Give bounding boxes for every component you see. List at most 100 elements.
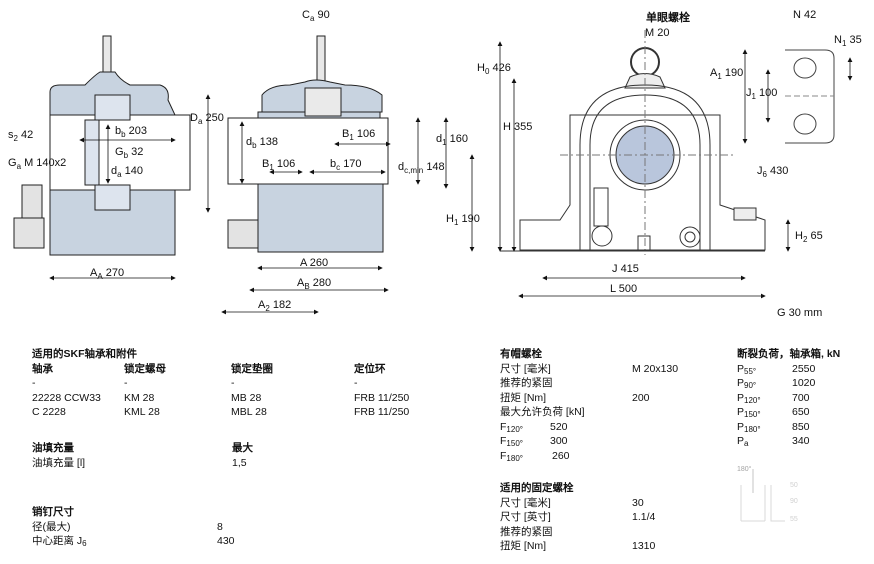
svg-text:N 42: N 42	[793, 9, 816, 21]
svg-text:单眼螺栓: 单眼螺栓	[646, 10, 690, 24]
recommended-tightening-label: 推荐的紧固	[500, 525, 553, 538]
dowel-diameter-label: 径(最大)	[32, 520, 71, 533]
svg-text:d1 160: d1 160	[436, 133, 468, 147]
cell: MB 28	[231, 391, 262, 404]
dimension-lines	[49, 41, 853, 315]
dimension-labels: s2 42 Ga M 140x2 bb 203 Gb 32 da 140 AA …	[8, 9, 862, 319]
table-row: C 2228 KML 28 MBL 28 FRB 11/250	[32, 405, 472, 420]
cap-bolt-size-label: 尺寸 [毫米]	[500, 362, 551, 375]
svg-text:dc,min 148: dc,min 148	[398, 161, 445, 175]
cell: 22228 CCW33	[32, 391, 101, 404]
svg-text:Ca 90: Ca 90	[302, 9, 330, 23]
inset-label: 50	[790, 482, 798, 489]
cell: FRB 11/250	[354, 391, 410, 404]
section-title: 断裂负荷，轴承箱, kN	[737, 348, 841, 360]
svg-text:bc 170: bc 170	[330, 158, 362, 172]
bolt-size-inch-label: 尺寸 [英寸]	[500, 511, 551, 523]
breaking-load-row: P180°850	[737, 420, 810, 434]
table-row: - - - -	[32, 376, 472, 391]
svg-text:J6 430: J6 430	[757, 165, 788, 179]
svg-text:B1 106: B1 106	[262, 158, 295, 172]
svg-text:AB 280: AB 280	[297, 277, 331, 291]
load-direction-diagram: 180° 50 90 55	[737, 465, 798, 523]
load-row: F180° 260	[500, 449, 570, 463]
svg-text:J1 100: J1 100	[746, 87, 777, 101]
cell: FRB 11/250	[354, 406, 410, 418]
attachment-bolts-section: 适用的固定螺栓 尺寸 [毫米]30 尺寸 [英寸]1.1/4 推荐的紧固 扭矩 …	[500, 481, 720, 554]
cell: KM 28	[124, 391, 155, 404]
cell: -	[231, 377, 235, 389]
svg-text:Da 250: Da 250	[190, 112, 224, 126]
bearings-accessories-table: 适用的SKF轴承和附件 轴承 锁定螺母 锁定垫圈 定位环 - - - - 222…	[32, 347, 472, 420]
svg-text:H 355: H 355	[503, 121, 532, 133]
svg-text:J 415: J 415	[612, 263, 639, 275]
foot-detail-view	[785, 49, 835, 144]
inset-label: 55	[790, 516, 798, 523]
col-header-bearing: 轴承	[32, 362, 53, 375]
svg-text:A1 190: A1 190	[710, 67, 743, 81]
svg-text:da 140: da 140	[111, 165, 143, 179]
cell: MBL 28	[231, 406, 267, 418]
section-title: 油填充量	[32, 442, 74, 454]
section-view-left	[13, 35, 191, 256]
svg-text:M 20: M 20	[645, 27, 669, 39]
svg-text:Ga M 140x2: Ga M 140x2	[8, 157, 66, 171]
technical-drawing: s2 42 Ga M 140x2 bb 203 Gb 32 da 140 AA …	[8, 9, 862, 319]
col-header-locating-ring: 定位环	[354, 362, 386, 375]
svg-text:AA 270: AA 270	[90, 267, 124, 281]
dowel-center-distance-label: 中心距离 J6	[32, 535, 87, 548]
section-title: 销钉尺寸	[32, 506, 74, 518]
section-title: 适用的固定螺栓	[500, 482, 574, 494]
front-view	[500, 30, 766, 255]
load-row: F120° 520	[500, 420, 568, 434]
breaking-loads-section: 断裂负荷，轴承箱, kN P55°2550 P90°1020 P120°700 …	[737, 347, 872, 449]
col-header-lockwasher: 锁定垫圈	[231, 362, 273, 375]
breaking-load-row: P150°650	[737, 406, 810, 419]
col-header-locknut: 锁定螺母	[124, 362, 166, 375]
svg-text:B1 106: B1 106	[342, 128, 375, 142]
section-view-middle	[227, 35, 389, 253]
cell: -	[32, 377, 36, 389]
svg-text:H0 426: H0 426	[477, 62, 511, 76]
max-load-label: 最大允许负荷 [kN]	[500, 406, 585, 418]
svg-text:A2 182: A2 182	[258, 299, 291, 313]
svg-text:Gb 32: Gb 32	[115, 146, 143, 160]
inset-label: 180°	[737, 465, 752, 473]
cap-bolt-torque-value: 200	[632, 391, 650, 404]
table-row: 22228 CCW33 KM 28 MB 28 FRB 11/250	[32, 391, 472, 406]
svg-text:db 138: db 138	[246, 136, 278, 150]
svg-text:N1 35: N1 35	[834, 34, 862, 48]
svg-text:G 30 mm: G 30 mm	[777, 307, 822, 319]
dowel-pin-section: 销钉尺寸 径(最大) 8 中心距离 J6 430	[32, 505, 332, 549]
cell: -	[354, 377, 358, 389]
section-title: 适用的SKF轴承和附件	[32, 348, 137, 360]
svg-text:s2 42: s2 42	[8, 129, 33, 143]
breaking-load-row: P90°1020	[737, 377, 816, 390]
cap-bolt-size-value: M 20x130	[632, 362, 679, 375]
bolt-size-mm-label: 尺寸 [毫米]	[500, 496, 551, 509]
breaking-load-row: P120°700	[737, 391, 810, 405]
bolt-size-inch-value: 1.1/4	[632, 511, 656, 523]
oil-fill-value: 1,5	[232, 456, 247, 469]
breaking-load-row: P55°2550	[737, 362, 816, 376]
cell: KML 28	[124, 406, 160, 418]
cap-bolt-torque-label: 扭矩 [Nm]	[500, 391, 547, 404]
oil-fill-label: 油填充量 [l]	[32, 456, 86, 469]
svg-text:bb 203: bb 203	[115, 125, 147, 139]
col-header-max: 最大	[232, 442, 253, 454]
inset-label: 90	[790, 498, 798, 505]
cell: C 2228	[32, 406, 66, 418]
svg-text:L 500: L 500	[610, 283, 637, 295]
bolt-torque-label: 扭矩 [Nm]	[500, 540, 547, 552]
cap-bolts-section: 有帽螺栓 尺寸 [毫米] M 20x130 推荐的紧固 扭矩 [Nm] 200 …	[500, 347, 720, 463]
bolt-torque-value: 1310	[632, 540, 656, 552]
section-title: 有帽螺栓	[500, 348, 542, 360]
recommended-tightening-label: 推荐的紧固	[500, 377, 553, 389]
oil-fill-section: 油填充量 最大 油填充量 [l] 1,5	[32, 441, 332, 470]
cell: -	[124, 377, 128, 389]
load-row: F150° 300	[500, 435, 568, 448]
dowel-diameter-value: 8	[217, 520, 223, 533]
svg-text:H1 190: H1 190	[446, 213, 480, 227]
svg-text:A 260: A 260	[300, 257, 328, 269]
